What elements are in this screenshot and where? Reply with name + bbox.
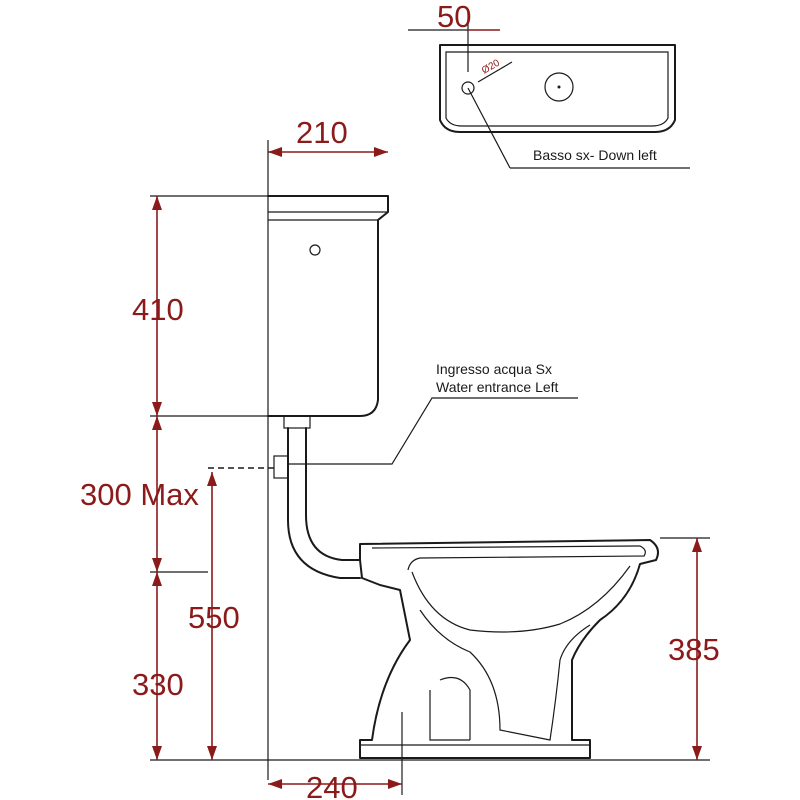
dim-total-height: 550	[188, 600, 240, 635]
dim-tank-width: 210	[296, 115, 348, 150]
right-dimension	[660, 537, 710, 760]
dim-tank-height: 410	[132, 292, 184, 327]
left-dimensions	[150, 195, 268, 760]
inlet-hole-top	[461, 81, 475, 95]
dim-top-width: 50	[437, 0, 471, 34]
inlet-hole	[309, 244, 321, 256]
dim-outlet-distance: 240	[306, 770, 358, 800]
flush-pipe	[273, 415, 361, 579]
cistern-side-view	[267, 195, 389, 417]
water-entrance-label-en: Water entrance Left	[436, 379, 559, 395]
cistern-top-view	[408, 12, 690, 169]
dim-seat-height-left: 330	[132, 667, 184, 702]
dim-bowl-height: 385	[668, 632, 720, 667]
water-entrance-label-it: Ingresso acqua Sx	[436, 361, 552, 377]
bottom-dimension	[268, 712, 403, 795]
dim-water-max: 300 Max	[80, 477, 199, 512]
down-left-label: Basso sx- Down left	[533, 147, 657, 163]
flush-hole	[544, 72, 574, 102]
tank-width-dimension	[268, 147, 388, 157]
toilet-bowl	[359, 539, 659, 759]
